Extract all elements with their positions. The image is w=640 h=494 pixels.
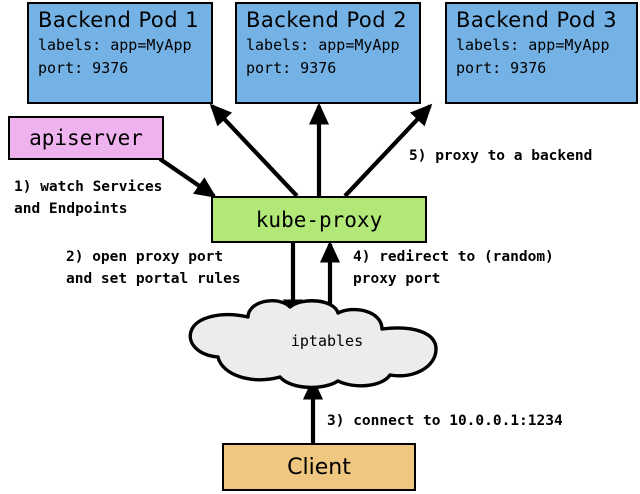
backend-pod-3-port: port: 9376 <box>456 59 547 77</box>
step-2-label: 2) open proxy port and set portal rules <box>66 249 241 287</box>
backend-pod-1-title: Backend Pod 1 <box>38 8 200 32</box>
kube-proxy-box[interactable]: kube-proxy <box>211 196 427 243</box>
iptables-label: iptables <box>290 332 364 350</box>
step-1-label: 1) watch Services and Endpoints <box>14 179 163 217</box>
edge-apiserver-to-kube-proxy <box>158 157 217 198</box>
backend-pod-3-labels: labels: app=MyApp <box>456 36 610 54</box>
kube-proxy-label: kube-proxy <box>255 207 383 232</box>
backend-pod-1-labels: labels: app=MyApp <box>38 36 192 54</box>
client-box[interactable]: Client <box>222 443 416 491</box>
iptables-cloud <box>188 298 438 390</box>
backend-pod-2-box[interactable]: Backend Pod 2 labels: app=MyApp port: 93… <box>235 2 421 104</box>
backend-pod-1-port: port: 9376 <box>38 59 129 77</box>
edge-kube-proxy-to-pod-3 <box>343 103 433 198</box>
apiserver-label: apiserver <box>29 126 143 150</box>
backend-pod-1-box[interactable]: Backend Pod 1 labels: app=MyApp port: 93… <box>27 2 213 104</box>
backend-pod-2-port: port: 9376 <box>246 59 337 77</box>
step-3-label: 3) connect to 10.0.0.1:1234 <box>327 413 563 429</box>
step-4-label: 4) redirect to (random) proxy port <box>353 249 554 287</box>
client-label: Client <box>287 454 351 480</box>
edge-kube-proxy-to-pod-1 <box>209 103 299 198</box>
step-5-label: 5) proxy to a backend <box>409 148 593 164</box>
backend-pod-3-box[interactable]: Backend Pod 3 labels: app=MyApp port: 93… <box>445 2 638 104</box>
backend-pod-3-title: Backend Pod 3 <box>456 8 618 32</box>
backend-pod-2-labels: labels: app=MyApp <box>246 36 400 54</box>
apiserver-box[interactable]: apiserver <box>8 116 164 160</box>
backend-pod-2-title: Backend Pod 2 <box>246 8 408 32</box>
